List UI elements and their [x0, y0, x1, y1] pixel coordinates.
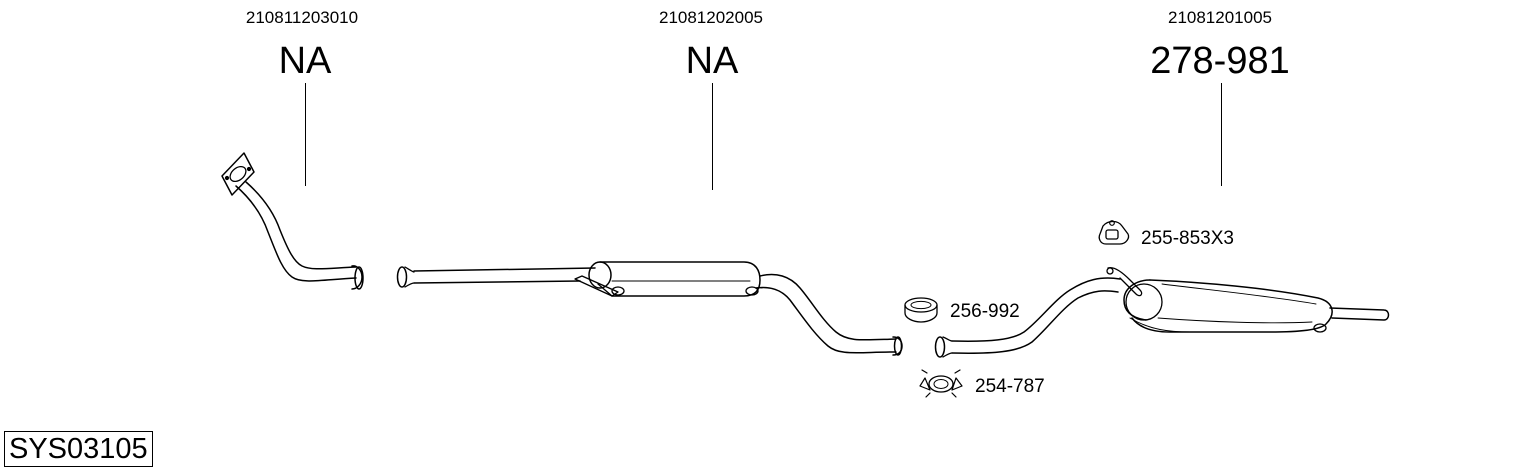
front-pipe-drawing: [221, 152, 364, 290]
part-number-center-silencer[interactable]: NA: [685, 40, 739, 82]
oem-number-center-silencer: 21081202005: [658, 8, 764, 27]
part-number-rear-silencer[interactable]: 278-981: [1150, 40, 1290, 82]
system-code-box: SYS03105: [4, 431, 153, 467]
leader-line-rear-silencer: [1221, 83, 1223, 186]
accessory-label-hanger[interactable]: 255-853X3: [1141, 228, 1234, 249]
rubber-hanger-icon: [1098, 220, 1130, 245]
pipe-clamp-icon: [919, 369, 963, 398]
accessory-label-sealing-ring[interactable]: 256-992: [950, 301, 1020, 322]
center-silencer-drawing: [396, 261, 903, 356]
rear-silencer-drawing: [934, 266, 1390, 358]
leader-line-front-pipe: [305, 83, 307, 186]
leader-line-center-silencer: [712, 83, 714, 190]
oem-number-front-pipe: 210811203010: [245, 8, 359, 27]
accessory-label-clamp[interactable]: 254-787: [975, 376, 1045, 397]
sealing-ring-icon: [904, 297, 938, 323]
oem-number-rear-silencer: 21081201005: [1167, 8, 1273, 27]
part-number-front-pipe[interactable]: NA: [278, 40, 332, 82]
